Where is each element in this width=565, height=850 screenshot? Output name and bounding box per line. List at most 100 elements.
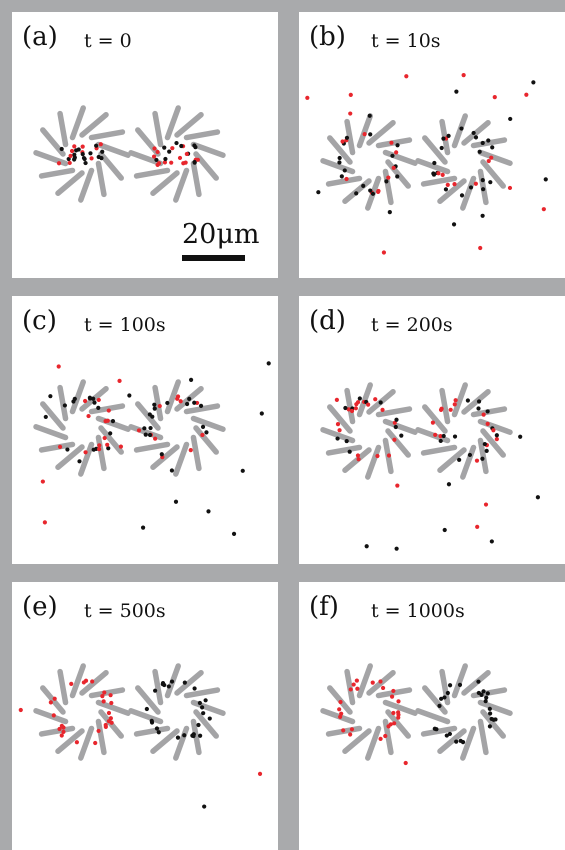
particle — [62, 403, 67, 408]
rotor-blade — [95, 160, 107, 198]
rotor-blade — [382, 699, 418, 716]
particle — [485, 691, 490, 696]
particle — [384, 179, 389, 184]
panel-b-scene — [305, 73, 548, 255]
escaped-particle — [140, 525, 146, 530]
scale-bar-label: 20μm — [182, 219, 260, 250]
particle — [185, 401, 190, 407]
escaped-particle — [508, 116, 513, 122]
particle — [389, 140, 394, 145]
escaped-particle — [259, 411, 264, 416]
particle — [483, 699, 488, 704]
particle — [480, 140, 485, 146]
rotor-blade — [480, 709, 506, 739]
particle — [337, 428, 342, 433]
panel-f: (f) t = 1000s — [299, 582, 565, 850]
rotor-right — [128, 379, 226, 477]
particle — [69, 148, 75, 154]
particle — [178, 399, 183, 404]
rotor-right — [415, 382, 513, 480]
particle — [153, 436, 158, 441]
rotor-blade — [55, 170, 85, 196]
particle — [386, 175, 391, 180]
rotor-blade — [152, 384, 164, 422]
particle — [147, 432, 153, 438]
particle — [433, 432, 438, 438]
particle — [494, 437, 499, 442]
particle — [201, 711, 206, 716]
particle — [52, 696, 57, 701]
particle — [109, 700, 114, 706]
panel-d-label: (d) — [309, 306, 346, 336]
particle — [454, 739, 459, 744]
particle — [162, 160, 168, 165]
particle — [344, 438, 349, 444]
particle — [203, 698, 208, 703]
particle — [165, 400, 170, 406]
particle — [83, 160, 88, 166]
particle — [391, 688, 396, 694]
particle — [91, 447, 96, 452]
rotor-blade — [477, 718, 489, 756]
rotor-blade — [69, 105, 86, 141]
rotor-blade — [382, 168, 394, 206]
particle — [66, 156, 71, 162]
rotor-blade — [88, 129, 126, 141]
particle — [182, 733, 187, 738]
escaped-particle — [136, 428, 142, 433]
rotor-blade — [382, 718, 394, 756]
rotor-blade — [135, 685, 161, 715]
rotor-blade — [382, 418, 418, 435]
rotor-blade — [356, 663, 373, 699]
particle — [59, 146, 64, 152]
escaped-particle — [127, 393, 132, 398]
particle — [93, 740, 98, 746]
particle — [355, 686, 360, 691]
particle — [396, 710, 401, 715]
rotor-blade — [57, 384, 69, 422]
rotor-blade — [128, 424, 164, 441]
particle — [459, 126, 464, 131]
particle — [106, 408, 111, 413]
particle — [183, 160, 188, 165]
particle — [476, 679, 481, 684]
escaped-particle — [480, 213, 485, 218]
particle — [481, 689, 486, 694]
rotor-blade — [344, 118, 356, 156]
escaped-particle — [361, 183, 366, 189]
particle — [484, 448, 489, 453]
rotor-blade — [422, 135, 448, 165]
escaped-particle — [446, 482, 452, 487]
particle — [438, 438, 443, 444]
particle — [100, 149, 105, 154]
particle — [96, 397, 101, 403]
particle — [342, 168, 347, 173]
particle — [338, 714, 343, 719]
particle — [482, 441, 487, 447]
rotor-blade — [164, 379, 181, 415]
particle — [163, 156, 168, 162]
particle — [148, 425, 153, 431]
particle — [91, 396, 96, 401]
particle — [441, 136, 446, 141]
particle — [182, 680, 187, 685]
particle — [207, 716, 212, 721]
rotor-left — [320, 113, 418, 211]
rotor-blade — [33, 708, 69, 725]
particle — [192, 400, 197, 405]
particle — [473, 181, 478, 186]
particle — [192, 686, 197, 691]
rotor-blade — [325, 175, 363, 187]
particle — [106, 719, 112, 724]
particle — [179, 143, 184, 149]
particle — [198, 403, 204, 408]
escaped-particle — [240, 468, 245, 473]
escaped-particle — [349, 408, 355, 414]
particle — [169, 160, 174, 165]
escaped-particle — [394, 546, 399, 551]
rotor-blade — [420, 175, 458, 187]
rotor-blade — [470, 137, 508, 149]
rotor-blade — [135, 401, 161, 431]
particle — [340, 139, 345, 144]
particle — [57, 726, 62, 732]
